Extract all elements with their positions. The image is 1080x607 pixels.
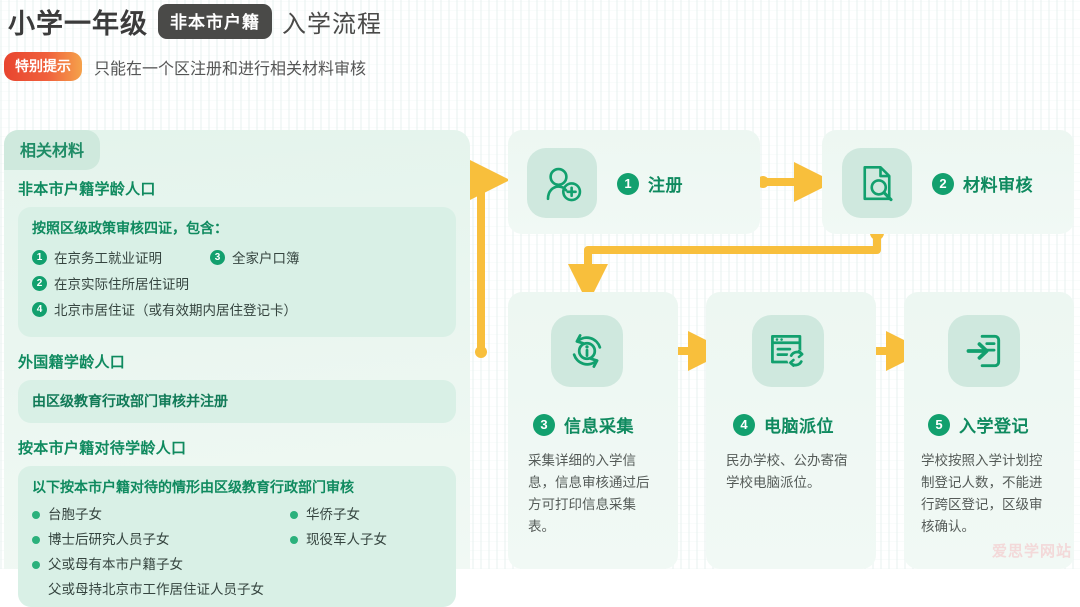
step-number: 1 [617,172,639,195]
bullet-dot-icon [32,536,40,544]
step-4-icon-tile [752,315,824,387]
item-label: 全家户口簿 [232,251,300,266]
step-number: 3 [533,413,555,436]
item-label: 华侨子女 [306,507,360,522]
step-name: 入学登记 [959,417,1029,436]
page-title: 小学一年级 [8,9,148,39]
item-label: 在京实际住所居住证明 [54,277,189,292]
page-title-suffix: 入学流程 [282,11,382,38]
document-search-icon [863,165,893,202]
materials-box-treated-as-local: 以下按本市户籍对待的情形由区级教育行政部门审核 台胞子女 博士后研究人员子女 [18,466,456,607]
step-3-icon-tile [551,315,623,387]
step-name: 信息采集 [564,417,634,436]
step-number: 4 [733,413,755,436]
item-label: 博士后研究人员子女 [48,532,170,547]
step-3-label: 3 信息采集 [533,412,634,437]
bullet-dot-icon [32,561,40,569]
browser-sync-icon [771,334,806,368]
step-4-description: 民办学校、公办寄宿学校电脑派位。 [726,453,848,490]
list-item: 2 在京实际住所居住证明 [32,273,210,293]
info-refresh-icon [572,334,602,368]
list-item: 博士后研究人员子女 [32,531,264,549]
connector-panel-to-step1 [470,160,510,358]
connector-step2-to-step3 [568,226,884,304]
list-item: 父或母有本市户籍子女 [32,556,264,574]
enroll-arrow-icon [966,334,1001,368]
step-number: 2 [932,172,954,195]
step-5-description: 学校按照入学计划控制登记人数，不能进行跨区登记，区级审核确认。 [921,453,1043,534]
bullet-dot-icon [290,536,298,544]
item-label: 在京务工就业证明 [54,251,162,266]
list-item: 1 在京务工就业证明 [32,247,210,267]
materials-heading-foreign: 外国籍学龄人口 [18,354,126,371]
list-item: 3 全家户口簿 [210,247,300,267]
step-2-icon-tile [842,148,912,218]
household-type-badge: 非本市户籍 [158,4,272,39]
materials-box-foreign: 由区级教育行政部门审核并注册 [18,380,456,423]
four-certificates-title: 按照区级政策审核四证，包含： [32,220,228,236]
step-3-description: 采集详细的入学信息，信息审核通过后方可打印信息采集表。 [528,453,650,534]
step-1-icon-tile [527,148,597,218]
step-name: 电脑派位 [764,417,834,436]
treated-as-local-title: 以下按本市户籍对待的情形由区级教育行政部门审核 [32,479,354,495]
step-4-label: 4 电脑派位 [733,412,834,437]
materials-panel: 相关材料 非本市户籍学龄人口 按照区级政策审核四证，包含： 1 在京务工就业证明… [4,130,470,607]
materials-heading-treated-as-local: 按本市户籍对待学龄人口 [18,440,187,457]
step-name: 注册 [648,176,683,195]
list-item: 台胞子女 [32,506,264,524]
step-2-label: 2 材料审核 [932,171,1033,196]
step-1-label: 1 注册 [617,171,683,196]
notice-text: 只能在一个区注册和进行相关材料审核 [94,60,367,78]
step-name: 材料审核 [963,176,1033,195]
item-number: 4 [32,301,47,317]
list-item: 4 北京市居住证（或有效期内居住登记卡） [32,299,297,319]
step-5-icon-tile [948,315,1020,387]
materials-tab-label: 相关材料 [4,130,101,170]
item-number: 3 [210,249,225,265]
connector-step1-to-step2 [757,162,834,202]
treated-as-local-lists: 台胞子女 博士后研究人员子女 父或母有本市户籍子女 父或母持北京市工作居住证人员… [32,506,442,597]
list-item: 华侨子女 [290,506,387,524]
user-add-icon [546,167,582,202]
list-item: 现役军人子女 [290,531,387,549]
item-label: 现役军人子女 [306,532,387,547]
materials-heading-non-local: 非本市户籍学龄人口 [18,181,156,198]
step-number: 5 [928,413,950,436]
foreign-review-text: 由区级教育行政部门审核并注册 [32,393,228,409]
notice-badge: 特别提示 [4,52,82,81]
page-header: 小学一年级 非本市户籍 入学流程 [8,2,382,41]
item-number: 2 [32,275,47,291]
item-number: 1 [32,249,47,265]
item-label: 北京市居住证（或有效期内居住登记卡） [54,303,297,318]
materials-box-four-certificates: 按照区级政策审核四证，包含： 1 在京务工就业证明 3 全家户口簿 2 在京实际… [18,207,456,337]
materials-body: 非本市户籍学龄人口 按照区级政策审核四证，包含： 1 在京务工就业证明 3 全家… [18,178,456,607]
bullet-column-right: 华侨子女 现役军人子女 [290,506,387,556]
special-notice: 特别提示 只能在一个区注册和进行相关材料审核 [4,52,366,81]
step-5-label: 5 入学登记 [928,412,1029,437]
watermark: 爱思学网站 [991,543,1072,560]
item-label: 台胞子女 [48,507,102,522]
four-certificates-list: 1 在京务工就业证明 3 全家户口簿 2 在京实际住所居住证明 4 北京市居住证… [32,247,442,325]
item-label: 父或母有本市户籍子女 [48,557,183,572]
item-label-continuation: 父或母持北京市工作居住证人员子女 [48,582,264,597]
bullet-dot-icon [290,511,298,519]
bullet-column-left: 台胞子女 博士后研究人员子女 父或母有本市户籍子女 父或母持北京市工作居住证人员… [32,506,264,599]
bullet-dot-icon [32,511,40,519]
